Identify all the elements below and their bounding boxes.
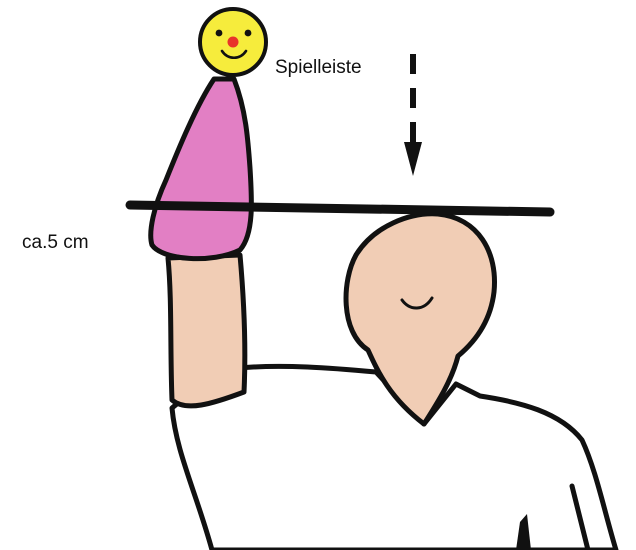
performer-arm [168, 255, 245, 406]
puppet-body [151, 79, 252, 259]
puppet-nose [228, 37, 239, 48]
gap-label: ca.5 cm [22, 233, 89, 252]
puppet-right-eye [245, 30, 252, 37]
rail-label: Spielleiste [275, 58, 362, 77]
arrow-down-dashed-icon [404, 54, 422, 176]
puppet-left-eye [216, 30, 223, 37]
